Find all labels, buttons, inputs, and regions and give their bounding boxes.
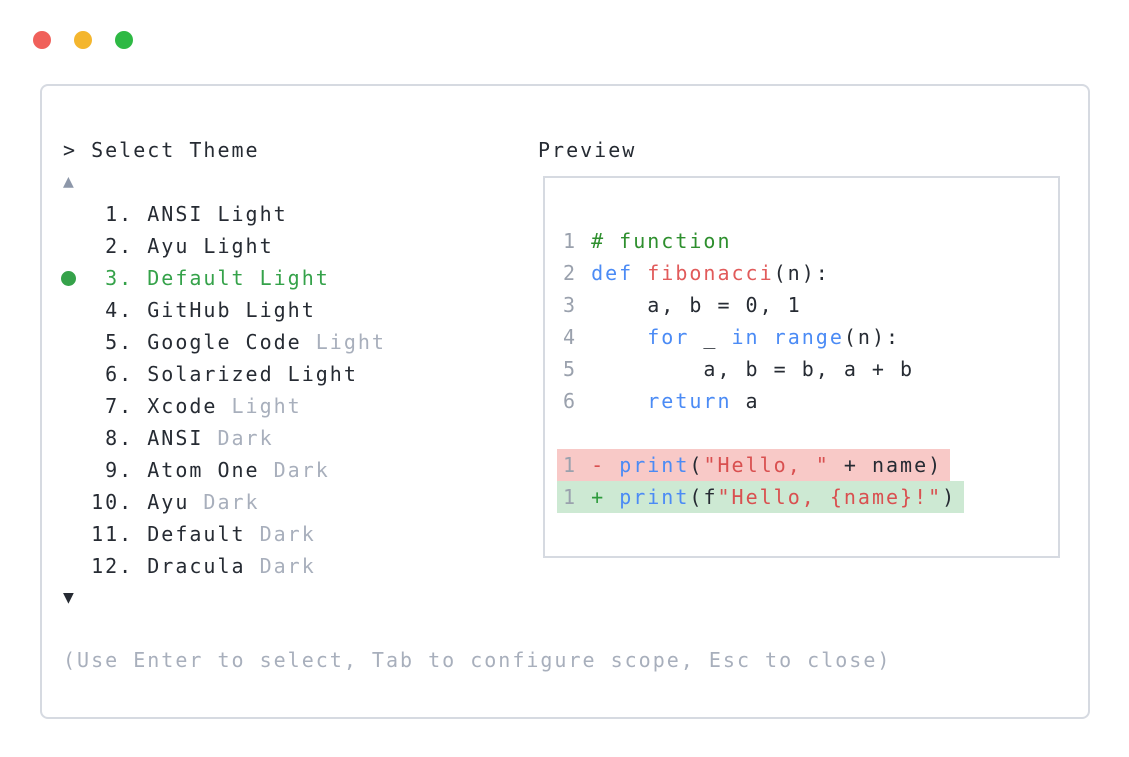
window-controls <box>33 31 133 49</box>
theme-option-6[interactable]: 6. Solarized Light <box>63 358 386 390</box>
code-block: 1 # function 2 def fibonacci(n): 3 a, b = … <box>557 225 965 513</box>
code-line-diff-add: 1 + print(f"Hello, {name}!") <box>557 481 965 513</box>
theme-option-label: 8. ANSI <box>63 426 204 450</box>
code-line: 3 a, b = 0, 1 <box>563 293 802 317</box>
theme-option-label: 9. Atom One <box>63 458 260 482</box>
code-line-diff-del: 1 - print("Hello, " + name) <box>557 449 964 481</box>
theme-option-7[interactable]: 7. Xcode Light <box>63 390 386 422</box>
keyboard-hint: (Use Enter to select, Tab to configure s… <box>63 648 892 672</box>
theme-selector-dialog: > Select Theme ▲ 1. ANSI Light 2. Ayu Li… <box>40 84 1090 719</box>
select-theme-prompt: > Select Theme <box>63 138 260 162</box>
theme-option-label: 5. Google Code <box>63 330 302 354</box>
theme-option-label: 2. Ayu Light <box>63 234 274 258</box>
theme-option-12[interactable]: 12. Dracula Dark <box>63 550 386 582</box>
selected-dot-icon <box>61 270 76 286</box>
theme-option-3[interactable]: 3. Default Light <box>61 262 386 294</box>
theme-option-variant: Light <box>217 394 302 418</box>
code-line <box>563 417 964 449</box>
code-line: 2 def fibonacci(n): <box>563 261 830 285</box>
preview-label: Preview <box>538 138 637 162</box>
theme-option-label: 10. Ayu <box>63 490 190 514</box>
theme-option-variant: Dark <box>203 426 274 450</box>
theme-option-label: 12. Dracula <box>63 554 246 578</box>
theme-option-label: 1. ANSI Light <box>63 202 288 226</box>
scroll-down-icon[interactable]: ▼ <box>63 587 76 608</box>
theme-option-8[interactable]: 8. ANSI Dark <box>63 422 386 454</box>
theme-option-9[interactable]: 9. Atom One Dark <box>63 454 386 486</box>
theme-list: 1. ANSI Light 2. Ayu Light 3. Default Li… <box>61 198 386 582</box>
theme-option-variant: Dark <box>245 522 316 546</box>
theme-option-variant: Dark <box>245 554 316 578</box>
theme-option-4[interactable]: 4. GitHub Light <box>63 294 386 326</box>
scroll-up-icon[interactable]: ▲ <box>63 171 76 192</box>
theme-option-label: 6. Solarized Light <box>63 362 358 386</box>
theme-option-label: 3. Default Light <box>63 266 330 290</box>
code-line: 4 for _ in range(n): <box>563 325 901 349</box>
code-line: 5 a, b = b, a + b <box>563 357 915 381</box>
code-line: 1 # function <box>563 229 732 253</box>
theme-option-1[interactable]: 1. ANSI Light <box>63 198 386 230</box>
theme-option-label: 7. Xcode <box>63 394 218 418</box>
theme-option-label: 4. GitHub Light <box>63 298 316 322</box>
minimize-button[interactable] <box>74 31 92 49</box>
maximize-button[interactable] <box>115 31 133 49</box>
theme-option-2[interactable]: 2. Ayu Light <box>63 230 386 262</box>
theme-option-11[interactable]: 11. Default Dark <box>63 518 386 550</box>
preview-box: 1 # function 2 def fibonacci(n): 3 a, b = … <box>543 176 1060 558</box>
theme-option-variant: Dark <box>259 458 330 482</box>
code-line: 6 return a <box>563 389 760 413</box>
theme-option-variant: Light <box>301 330 386 354</box>
theme-option-label: 11. Default <box>63 522 246 546</box>
theme-option-5[interactable]: 5. Google Code Light <box>63 326 386 358</box>
theme-option-10[interactable]: 10. Ayu Dark <box>63 486 386 518</box>
close-button[interactable] <box>33 31 51 49</box>
theme-option-variant: Dark <box>189 490 260 514</box>
